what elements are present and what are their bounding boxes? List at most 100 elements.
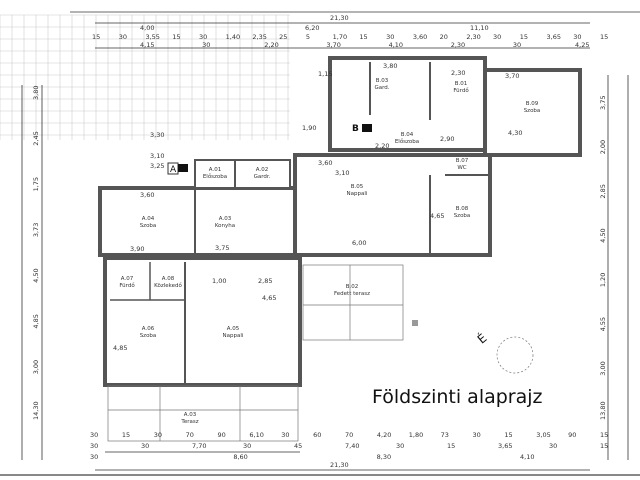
dimension-label: 2,85 [258,277,272,285]
room-labels: A.01ElőszobaA.02Gardr.A.03KonyhaA.04Szob… [119,78,540,425]
dimension-label: 30 [119,33,127,41]
dimension-label: 2,20 [375,142,389,150]
section-marker-b-label: B [352,124,359,134]
dimension-label: 15 [447,442,455,450]
room-id: A.08 [162,276,175,282]
section-arrow-b-icon [362,124,372,132]
dimension-label: 7,70 [192,442,206,450]
room-name: Konyha [215,223,235,229]
dimension-label: 30 [549,442,557,450]
dimension-label: 30 [199,33,207,41]
dimension-label: 4,00 [140,24,154,32]
dimension-label: 20 [440,33,448,41]
dimension-label: 30 [473,431,481,439]
dimension-label: 3,25 [150,162,164,170]
dimension-label: 3,30 [150,131,164,139]
room-id: B.09 [526,101,539,107]
room-name: Gardr. [254,174,271,180]
room-id: A.05 [227,326,240,332]
dimension-label: 30 [396,442,404,450]
dimension-label: 3,65 [547,33,561,41]
dimension-label: 30 [386,33,394,41]
dimension-label: 4,25 [575,41,589,49]
room-id: A.01 [209,167,221,173]
dimension-label: 1,80 [409,431,423,439]
room-id: B.04 [401,132,414,138]
dimension-label: 4,85 [32,314,40,328]
room-name: Nappali [223,333,244,339]
room-id: A.04 [142,216,155,222]
dimension-label: 70 [345,431,353,439]
dimension-total: 21,30 [330,14,349,22]
dimension-label: 15 [600,33,608,41]
room-id: A.02 [256,167,268,173]
dimension-label: 3,90 [130,245,144,253]
dimension-label: 90 [218,431,226,439]
dimension-label: 11,10 [470,24,489,32]
dimension-label: 13,80 [599,401,607,420]
dimension-label: 30 [243,442,251,450]
dimension-label: 2,35 [252,33,266,41]
dimension-label: 8,60 [233,453,247,461]
dimension-label: 6,20 [305,24,319,32]
dimension-label: 3,70 [505,72,519,80]
dimension-label: 3,00 [599,361,607,375]
dimension-label: 2,30 [451,41,465,49]
dimension-label: 2,20 [264,41,278,49]
room-name: Terasz [180,419,198,425]
room-name: Fürdő [119,283,135,289]
dimension-label: 30 [90,431,98,439]
dimension-label: 1,15 [318,70,332,78]
dimension-label: 1,75 [32,177,40,191]
room-id: A.03 [219,216,232,222]
dimension-label: 2,45 [32,131,40,145]
dimension-label: 15 [504,431,512,439]
room-name: Gard. [374,85,389,91]
room-id: B.08 [456,206,469,212]
room-name: Szoba [454,213,471,219]
dimension-label: 4,50 [32,268,40,282]
dimension-label: 4,20 [377,431,391,439]
dimension-label: 15 [122,431,130,439]
room-id: B.07 [456,158,469,164]
dimension-label: 90 [568,431,576,439]
room-id: A.06 [142,326,155,332]
dimension-label: 4,55 [599,317,607,331]
dimension-label: 3,60 [413,33,427,41]
dimension-label: 1,70 [333,33,347,41]
dimension-total: 21,30 [330,461,349,469]
dimension-label: 4,65 [262,294,276,302]
dimension-label: 1,20 [599,273,607,287]
dimension-label: 5 [306,33,310,41]
dimension-label: 4,15 [140,41,154,49]
dimension-label: 7,40 [345,442,359,450]
dimension-label: 70 [186,431,194,439]
dimension-label: 4,65 [430,212,444,220]
dimension-label: 8,30 [377,453,391,461]
room-name: Fedett terasz [334,291,370,297]
room-name: Előszoba [203,174,227,180]
dimension-label: 3,10 [335,169,349,177]
dimension-label: 3,60 [318,159,332,167]
dimension-label: 3,75 [599,96,607,110]
building-a [98,159,302,442]
dimension-label: 30 [513,41,521,49]
dimension-label: 4,50 [599,228,607,242]
dimension-label: 6,10 [249,431,263,439]
room-id: B.05 [351,184,364,190]
dimension-label: 30 [573,33,581,41]
dimension-label: 45 [294,442,302,450]
dimension-label: 3,80 [383,62,397,70]
room-name: Fürdő [453,88,469,94]
dimension-lines [0,11,640,476]
dimension-label: 3,70 [326,41,340,49]
dimension-label: 30 [493,33,501,41]
dimension-label: 15 [600,442,608,450]
plan-title: Földszinti alaprajz [372,386,543,408]
room-id: A.03 [184,412,197,418]
room-id: B.03 [376,78,389,84]
dimension-label: 3,80 [32,86,40,100]
room-name: Szoba [140,223,157,229]
